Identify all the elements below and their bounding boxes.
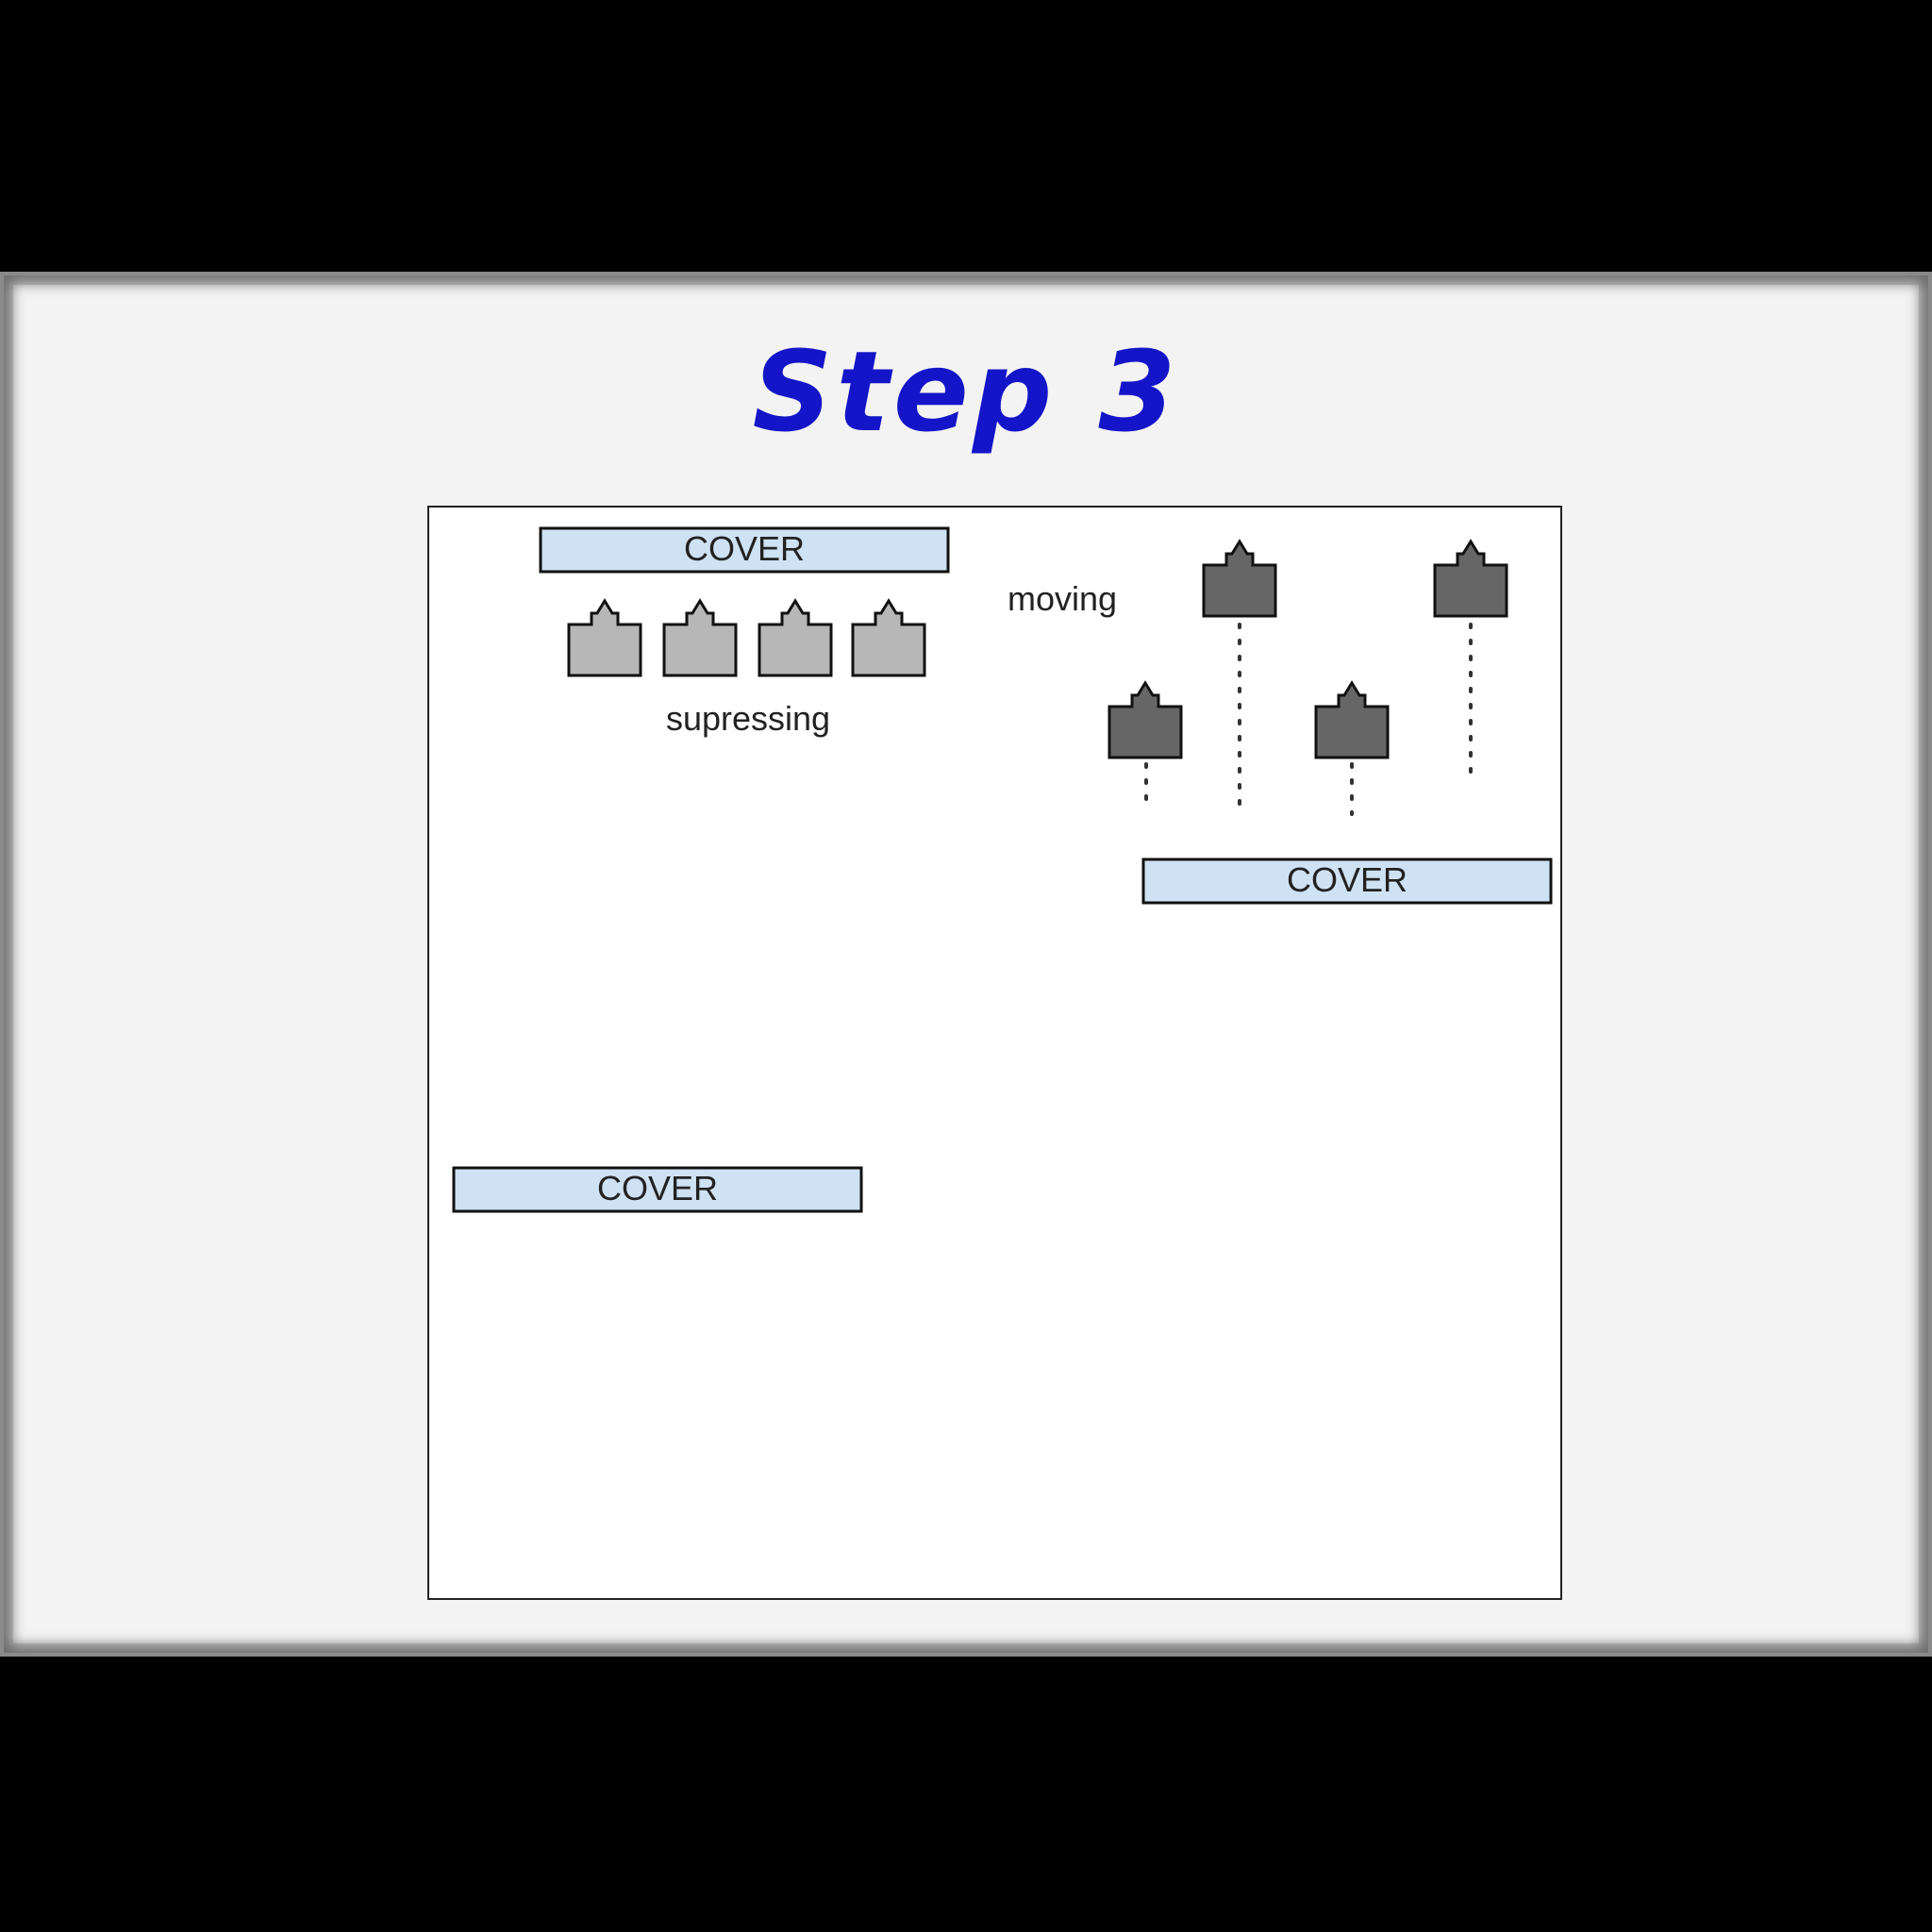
diagram-canvas: COVER supressing moving C xyxy=(427,506,1562,1600)
cover-label-right: COVER xyxy=(1287,860,1407,899)
label-supressing: supressing xyxy=(666,699,830,738)
suppressing-unit-3 xyxy=(758,599,833,677)
cover-label-top: COVER xyxy=(684,529,805,568)
moving-unit-1 xyxy=(1202,540,1277,618)
moving-unit-3 xyxy=(1108,681,1183,759)
moving-group xyxy=(1108,540,1508,759)
moving-unit-2 xyxy=(1433,540,1508,618)
diagram-svg: COVER supressing moving C xyxy=(452,526,1553,1213)
suppressing-unit-2 xyxy=(662,599,738,677)
cover-label-bottom: COVER xyxy=(597,1169,718,1208)
cover-bar-top-rect xyxy=(539,526,950,574)
cover-bar-bottom-rect xyxy=(452,1166,863,1213)
slide-title: Step 3 xyxy=(752,326,1180,457)
movement-paths xyxy=(1144,623,1473,816)
suppressing-unit-4 xyxy=(851,599,926,677)
moving-unit-4 xyxy=(1314,681,1390,759)
suppressing-group xyxy=(567,599,926,677)
label-moving: moving xyxy=(1008,579,1117,618)
cover-bar-bottom: COVER xyxy=(452,1166,863,1213)
suppressing-unit-1 xyxy=(567,599,642,677)
cover-bar-right-rect xyxy=(1141,858,1553,905)
cover-bar-top: COVER xyxy=(539,526,950,574)
cover-bar-right: COVER xyxy=(1141,858,1553,905)
